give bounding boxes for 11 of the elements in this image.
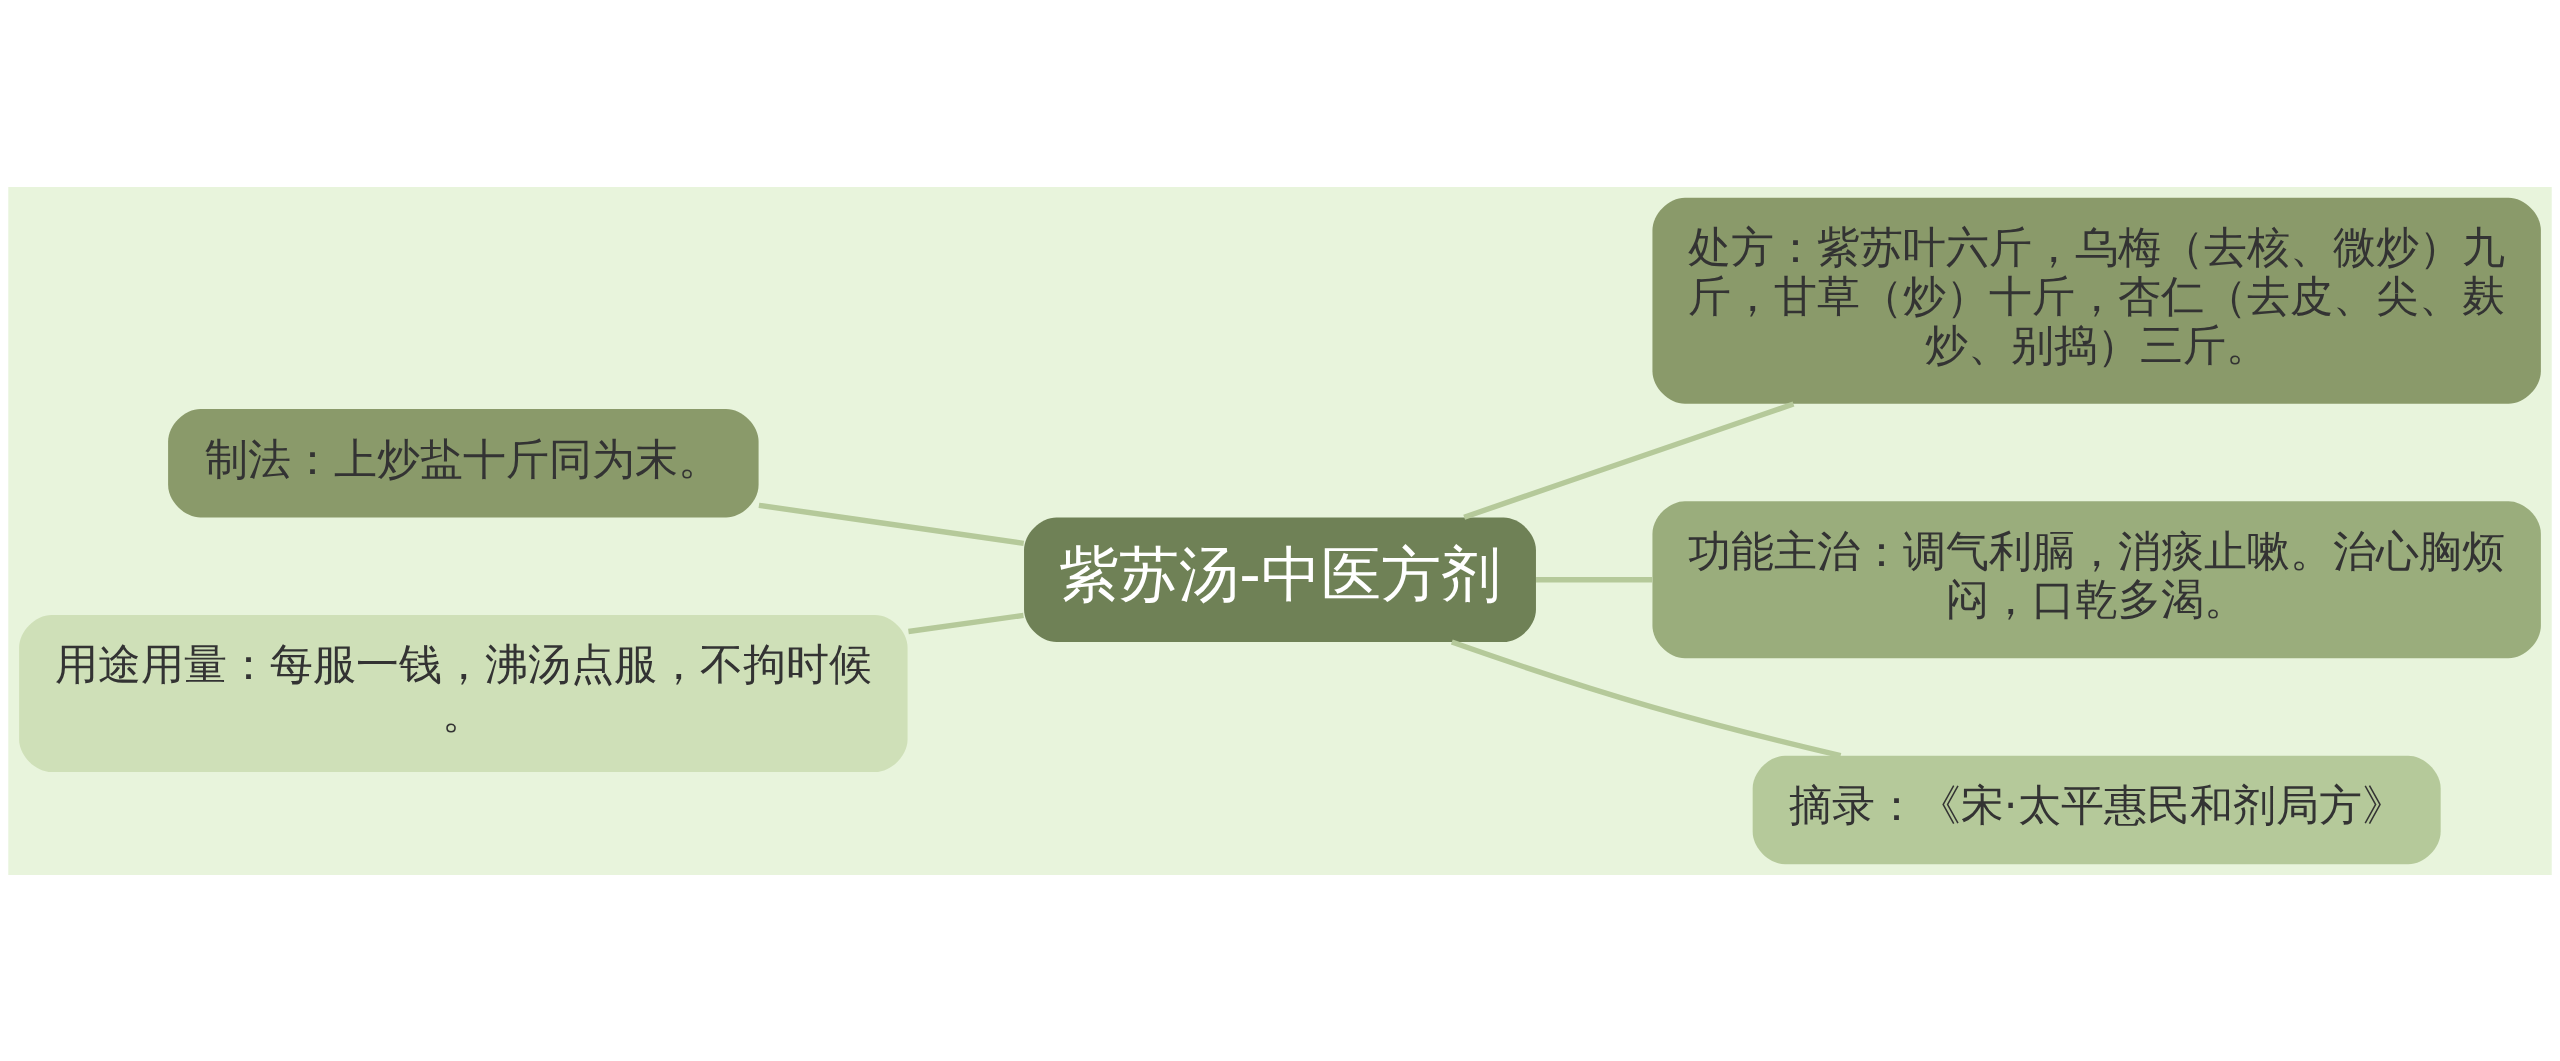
node-box: 紫苏汤-中医方剂 xyxy=(1024,516,1536,642)
node-box: 用途用量：每服一钱，沸汤点服，不拘时候。 xyxy=(19,614,908,772)
node-box: 制法：上炒盐十斤同为末。 xyxy=(168,408,759,517)
connector xyxy=(758,502,1025,546)
connector xyxy=(1536,576,1653,582)
connector xyxy=(908,612,1024,634)
node-box: 功能主治：调气利膈，消痰止嗽。治心胸烦闷，口乾多渴。 xyxy=(1652,500,2541,658)
node-box: 处方：紫苏叶六斤，乌梅（去核、微炒）九斤，甘草（炒）十斤，杏仁（去皮、尖、麸炒、别捣）三斤。 xyxy=(1652,197,2541,404)
connector xyxy=(1463,400,1795,520)
node-box: 摘录：《宋·太平惠民和剂局方》 xyxy=(1752,755,2441,864)
connector xyxy=(1450,639,1842,758)
